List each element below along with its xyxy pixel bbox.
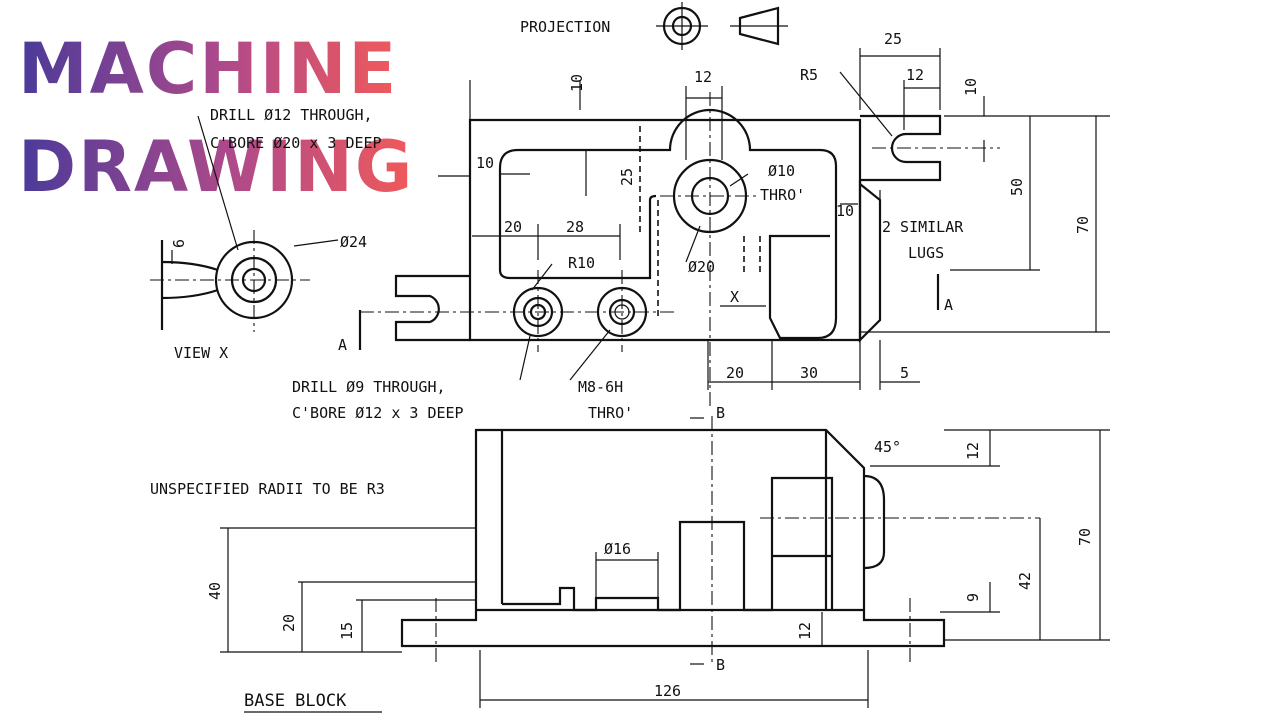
thro2-label: THRO' [588,404,633,422]
base-block-label: BASE BLOCK [244,691,347,711]
r10-label: R10 [568,254,595,272]
dim-50: 50 [1008,178,1026,196]
dim-10-left: 10 [476,154,494,172]
similar-label: 2 SIMILAR [882,218,964,236]
title-drawing: DRAWING [18,126,415,208]
phi20-label: Ø20 [688,258,715,276]
dim-30: 30 [800,364,818,382]
dim-6: 6 [170,239,188,248]
angle-label: 45° [874,438,901,456]
dim-28: 28 [566,218,584,236]
dim-25-top: 25 [884,30,902,48]
dim-12-lug: 12 [906,66,924,84]
view-x [150,230,310,332]
dim-70-front: 70 [1076,528,1094,546]
dim-25-left: 25 [618,168,636,186]
dim-15: 15 [338,622,356,640]
dim-5: 5 [900,364,909,382]
x-label: X [730,288,739,306]
dim-12-front: 12 [796,622,814,640]
phi24-label: Ø24 [340,233,367,251]
dim-20: 20 [504,218,522,236]
front-view [400,416,1040,664]
unspecified-radii-label: UNSPECIFIED RADII TO BE R3 [150,480,385,498]
a-label-left: A [338,336,347,354]
b-label-top: B [716,404,725,422]
projection-symbol [656,2,788,50]
cbore-20-label: C'BORE Ø20 x 3 DEEP [210,134,382,152]
front-view-dimensions [220,417,1110,713]
dim-10-top: 10 [568,74,586,92]
drill-12-label: DRILL Ø12 THROUGH, [210,106,373,124]
dim-40: 40 [206,582,224,600]
r5-label: R5 [800,66,818,84]
dim-42: 42 [1016,572,1034,590]
view-x-label: VIEW X [174,344,228,362]
dim-20-bottom: 20 [726,364,744,382]
title-machine: MACHINE [18,28,399,110]
projection-label: PROJECTION [520,18,610,36]
dim-10-right: 10 [962,78,980,96]
phi16-label: Ø16 [604,540,631,558]
m8-label: M8-6H [578,378,623,396]
dim-10-lug: 10 [836,202,854,220]
dim-20-front: 20 [280,614,298,632]
dim-12-top: 12 [694,68,712,86]
b-label-bottom: B [716,656,725,674]
drill-9-label: DRILL Ø9 THROUGH, [292,378,446,396]
top-view-dimensions [197,48,1110,390]
cbore-12-label: C'BORE Ø12 x 3 DEEP [292,404,464,422]
dim-12-chamfer: 12 [964,442,982,460]
lugs-label: LUGS [908,244,944,262]
thro-label: THRO' [760,186,805,204]
top-view [360,92,1000,410]
dim-70: 70 [1074,216,1092,234]
dim-126: 126 [654,682,681,700]
dim-9: 9 [964,593,982,602]
phi10-label: Ø10 [768,162,795,180]
a-label-right: A [944,296,953,314]
